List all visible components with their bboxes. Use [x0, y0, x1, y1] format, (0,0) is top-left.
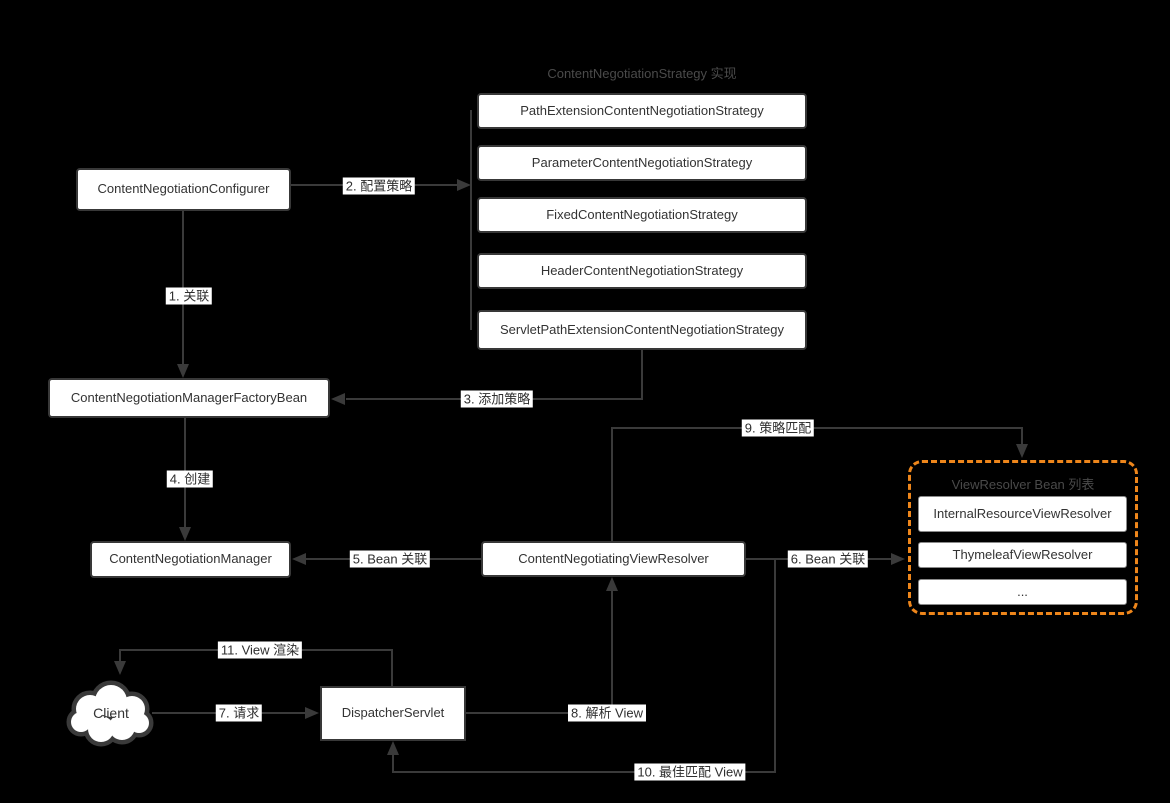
edge-9-line-vertical-left [611, 427, 613, 541]
edge-1-label: 1. 关联 [165, 287, 213, 305]
edge-4-label: 4. 创建 [166, 470, 214, 488]
edge-11-line-vertical-right [391, 650, 393, 686]
edge-8-arrowhead [606, 577, 618, 591]
edge-6-label: 6. Bean 关联 [787, 550, 869, 568]
edge-5-label: 5. Bean 关联 [349, 550, 431, 568]
node-more-view-resolvers: ... [918, 579, 1127, 605]
client-label: Client [93, 705, 129, 721]
edge-10-label: 10. 最佳匹配 View [634, 763, 746, 781]
edge-11-label: 11. View 渲染 [217, 641, 303, 659]
edge-9-arrowhead [1016, 444, 1028, 458]
strategy-group-title: ContentNegotiationStrategy 实现 [547, 66, 737, 81]
node-servlet-path-extension-strategy: ServletPathExtensionContentNegotiationSt… [477, 310, 807, 350]
node-content-negotiation-manager: ContentNegotiationManager [90, 541, 291, 578]
node-parameter-strategy: ParameterContentNegotiationStrategy [477, 145, 807, 181]
edge-7-label: 7. 请求 [215, 704, 263, 722]
node-header-strategy: HeaderContentNegotiationStrategy [477, 253, 807, 289]
edge-3-line-vertical [641, 350, 643, 400]
edge-11-line-vertical-left [119, 649, 121, 663]
node-path-extension-strategy: PathExtensionContentNegotiationStrategy [477, 93, 807, 129]
edge-9-label: 9. 策略匹配 [741, 419, 815, 437]
node-thymeleaf-view-resolver: ThymeleafViewResolver [918, 542, 1127, 568]
edge-11-arrowhead [114, 661, 126, 675]
node-dispatcher-servlet: DispatcherServlet [320, 686, 466, 741]
edge-2-label: 2. 配置策略 [342, 177, 416, 195]
edge-10-arrowhead [387, 741, 399, 755]
node-content-negotiation-configurer: ContentNegotiationConfigurer [76, 168, 291, 211]
node-fixed-strategy: FixedContentNegotiationStrategy [477, 197, 807, 233]
edge-3-arrowhead [331, 393, 345, 405]
viewresolver-bean-list-container [908, 460, 1138, 615]
edge-6-arrowhead [891, 553, 905, 565]
edge-5-arrowhead [292, 553, 306, 565]
node-client-cloud: Client [64, 676, 158, 750]
edge-1-arrowhead [177, 364, 189, 378]
edge-8-line-horizontal [466, 712, 613, 714]
node-content-negotiating-view-resolver: ContentNegotiatingViewResolver [481, 541, 746, 577]
edge-3-label: 3. 添加策略 [460, 390, 534, 408]
edge-10-line-horizontal [392, 771, 776, 773]
edge-10-line-vertical-right [774, 558, 776, 773]
node-internal-resource-view-resolver: InternalResourceViewResolver [918, 496, 1127, 532]
edge-9-line-vertical-right [1021, 427, 1023, 447]
cloud-icon [66, 680, 154, 747]
viewresolver-group-title: ViewResolver Bean 列表 [951, 477, 1095, 492]
edge-9-line-horizontal [611, 427, 1023, 429]
edge-4-arrowhead [179, 527, 191, 541]
edge-2-arrowhead [457, 179, 471, 191]
edge-8-line-vertical [611, 589, 613, 713]
strategy-bus-line [470, 110, 472, 330]
edge-7-arrowhead [305, 707, 319, 719]
edge-8-label: 8. 解析 View [567, 704, 647, 722]
node-manager-factory-bean: ContentNegotiationManagerFactoryBean [48, 378, 330, 418]
edge-10-line-vertical-left [392, 753, 394, 771]
